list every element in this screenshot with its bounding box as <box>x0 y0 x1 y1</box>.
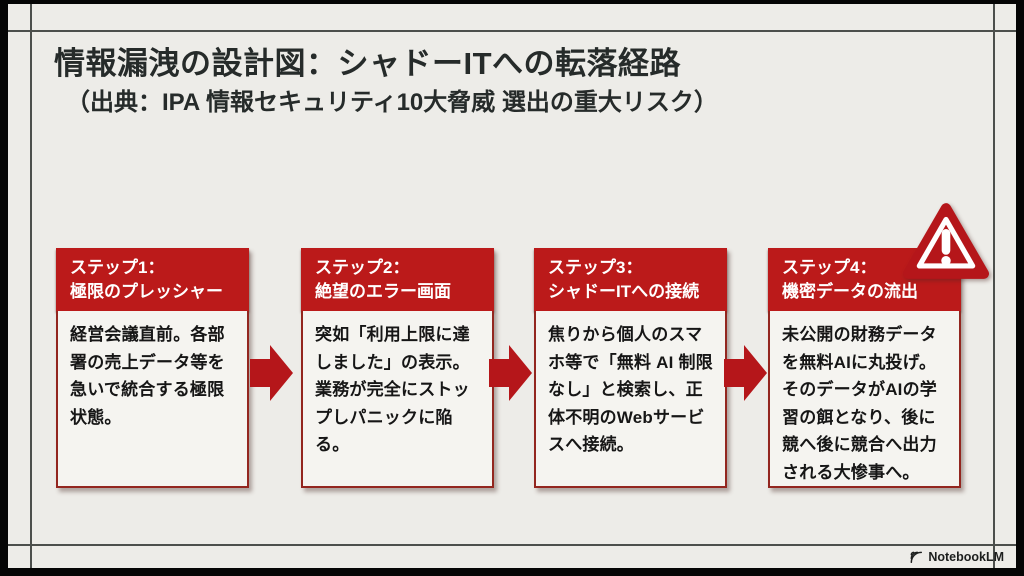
step-box-3: ステップ3： シャドーITへの接続 焦りから個人のスマホ等で「無料 AI 制限な… <box>534 248 727 488</box>
frame-line-bottom <box>8 544 1016 546</box>
step-3-header-line1: ステップ3： <box>548 258 643 277</box>
step-1-header: ステップ1： 極限のプレッシャー <box>56 248 249 311</box>
warning-icon <box>903 196 989 286</box>
step-1-body: 経営会議直前。各部署の売上データ等を急いで統合する極限状態。 <box>56 311 249 488</box>
step-box-4: ステップ4： 機密データの流出 未公開の財務データを無料AIに丸投げ。そのデータ… <box>768 248 961 488</box>
step-box-2: ステップ2： 絶望のエラー画面 突如「利用上限に達しました」の表示。業務が完全に… <box>301 248 494 488</box>
step-2-header-line1: ステップ2： <box>315 258 410 277</box>
branding-label: NotebookLM <box>928 550 1004 564</box>
notebooklm-logo-icon <box>910 551 923 564</box>
step-1-header-line1: ステップ1： <box>70 258 165 277</box>
frame-line-right <box>993 4 995 568</box>
page-title: 情報漏洩の設計図：シャドーITへの転落経路 <box>54 46 682 81</box>
branding-footer: NotebookLM <box>8 547 1008 567</box>
title-block: 情報漏洩の設計図：シャドーITへの転落経路 （出典：IPA 情報セキュリティ10… <box>54 44 984 120</box>
step-2-header: ステップ2： 絶望のエラー画面 <box>301 248 494 311</box>
frame-line-top <box>8 30 1016 32</box>
flow-arrow-icon <box>250 345 293 401</box>
step-3-header-line2: シャドーITへの接続 <box>548 282 700 301</box>
flow-arrow-icon <box>489 345 532 401</box>
step-2-header-line2: 絶望のエラー画面 <box>315 282 451 301</box>
step-3-body: 焦りから個人のスマホ等で「無料 AI 制限なし」と検索し、正体不明のWebサービ… <box>534 311 727 488</box>
presentation-slide: 情報漏洩の設計図：シャドーITへの転落経路 （出典：IPA 情報セキュリティ10… <box>8 4 1016 568</box>
step-box-1: ステップ1： 極限のプレッシャー 経営会議直前。各部署の売上データ等を急いで統合… <box>56 248 249 488</box>
step-3-header: ステップ3： シャドーITへの接続 <box>534 248 727 311</box>
step-4-header-line1: ステップ4： <box>782 258 877 277</box>
frame-line-left <box>30 4 32 568</box>
step-2-body: 突如「利用上限に達しました」の表示。業務が完全にストップしパニックに陥る。 <box>301 311 494 488</box>
flow-arrow-icon <box>724 345 767 401</box>
step-1-header-line2: 極限のプレッシャー <box>70 282 223 301</box>
step-4-body: 未公開の財務データを無料AIに丸投げ。そのデータがAIの学習の餌となり、後に競へ… <box>768 311 961 488</box>
page-subtitle: （出典：IPA 情報セキュリティ10大脅威 選出の重大リスク） <box>66 89 718 116</box>
step-4-header-line2: 機密データの流出 <box>782 282 918 301</box>
